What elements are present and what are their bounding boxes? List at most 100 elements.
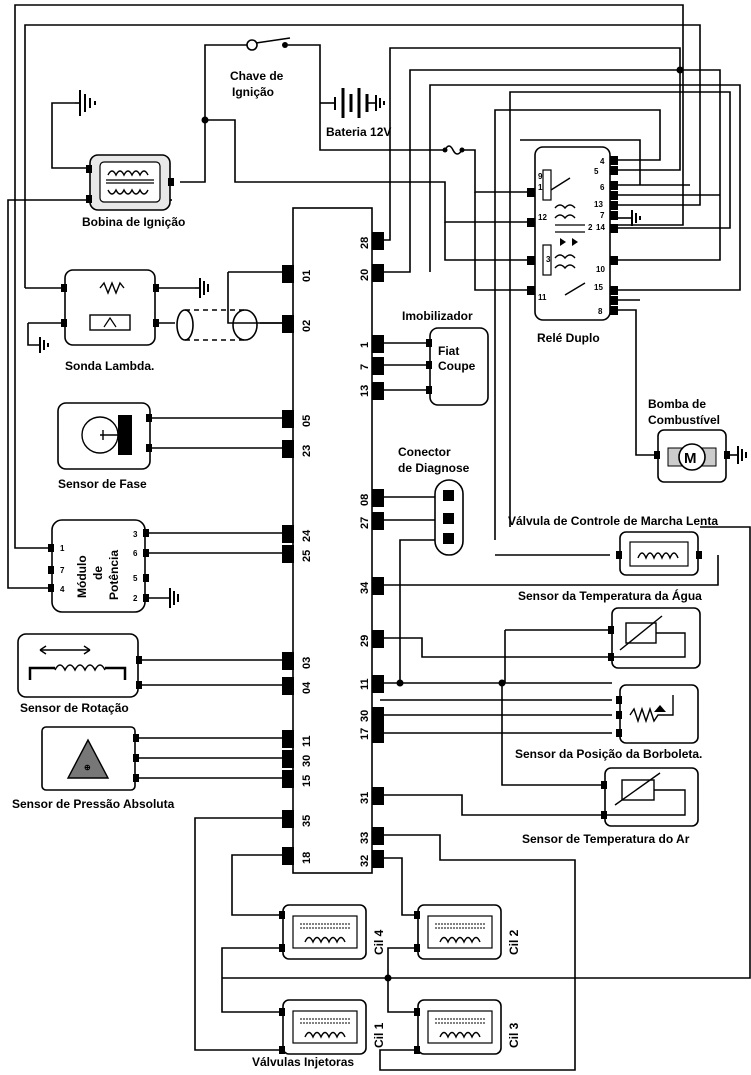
ecu-pin-label: 08 [359, 494, 371, 506]
relay-pin: 1 [538, 183, 543, 192]
ignition-coil-label: Bobina de Ignição [82, 215, 185, 229]
ecu-pin-label: 30 [301, 755, 313, 767]
ignition-coil: Bobina de Ignição [75, 90, 185, 229]
power-module: 1 7 4 3 6 5 2 Módulo de Potência [48, 519, 179, 613]
ecu-pin-label: 01 [301, 270, 313, 282]
battery: Bateria 12V [326, 88, 391, 139]
relay-pin: 10 [596, 265, 605, 274]
fuel-pump-label-1: Bomba de [648, 397, 706, 411]
relay-pin: 14 [596, 223, 605, 232]
ground-icon [618, 210, 641, 226]
relay-pin: 2 [588, 223, 593, 232]
ground-icon [149, 588, 179, 608]
ecu-pin-label: 28 [359, 237, 371, 249]
injector-cil2: Cil 2 [414, 904, 521, 960]
double-relay: 9 1 4 5 6 13 12 2 14 7 3 10 11 15 8 Relé… [527, 146, 641, 345]
relay-pin: 4 [600, 157, 605, 166]
phase-sensor-label: Sensor de Fase [58, 477, 147, 491]
rotation-sensor: Sensor de Rotação [17, 633, 142, 715]
power-module-label-2: de [91, 566, 105, 580]
pressure-sensor: ⊕ Sensor de Pressão Absoluta [12, 726, 175, 811]
shielded-cable [176, 309, 258, 341]
air-temp-label: Sensor de Temperatura do Ar [522, 832, 690, 846]
ecu-pin-label: 25 [301, 550, 313, 562]
relay-pin: 11 [538, 293, 547, 302]
ecu-pin-label: 27 [359, 517, 371, 529]
ecu-pin-label: 11 [359, 678, 371, 690]
idle-valve: Válvula de Controle de Marcha Lenta [508, 514, 718, 576]
ignition-switch-label-1: Chave de [230, 69, 284, 83]
ecu-pin-label: 18 [301, 852, 313, 864]
ecu-pin-label: 35 [301, 815, 313, 827]
injector-cil3: Cil 3 [414, 999, 521, 1055]
ecu-pin-label: 23 [301, 445, 313, 457]
ignition-switch-label-2: Ignição [232, 85, 274, 99]
power-module-label-3: Potência [107, 550, 121, 600]
ecu-pin-label: 34 [359, 581, 371, 594]
rotation-sensor-label: Sensor de Rotação [20, 701, 129, 715]
wires [7, 4, 751, 1071]
power-module-label-1: Módulo [75, 555, 89, 598]
pressure-sensor-label: Sensor de Pressão Absoluta [12, 797, 175, 811]
relay-pin: 3 [546, 255, 551, 264]
water-temp-sensor: Sensor da Temperatura da Água [518, 588, 702, 669]
ignition-switch: Chave de Ignição [230, 37, 291, 99]
ecu-pin-label: 15 [301, 775, 313, 787]
fuel-pump-label-2: Combustível [648, 413, 720, 427]
fuse-icon [442, 145, 465, 155]
water-temp-label: Sensor da Temperatura da Água [518, 588, 702, 603]
diag-connector-label-2: de Diagnose [398, 461, 470, 475]
cil3-label: Cil 3 [507, 1022, 521, 1048]
fiat-coupe-label-2: Coupe [438, 359, 476, 373]
ecu-pin-label: 30 [359, 710, 371, 722]
ecu-pin-label: 29 [359, 635, 371, 647]
double-relay-label: Relé Duplo [537, 331, 600, 345]
ecu-pin-label: 04 [301, 681, 313, 694]
diagnostic-connector: Conector de Diagnose [398, 445, 470, 556]
relay-pin: 7 [600, 211, 605, 220]
pm-pin: 1 [60, 544, 65, 553]
ground-icon [730, 446, 747, 464]
lambda-probe-label: Sonda Lambda. [65, 359, 154, 373]
ecu-pin-label: 32 [359, 855, 371, 867]
relay-pin: 9 [538, 172, 543, 181]
ecu-pin-label: 02 [301, 320, 313, 332]
pm-pin: 2 [133, 594, 138, 603]
ground-icon [75, 90, 96, 116]
ecu-pin-label: 7 [359, 364, 371, 370]
ecu-pin-label: 17 [359, 728, 371, 740]
lambda-probe: Sonda Lambda. [39, 269, 209, 373]
relay-pin: 13 [594, 200, 603, 209]
ecu-pin-label: 13 [359, 385, 371, 397]
air-temp-sensor: Sensor de Temperatura do Ar [522, 767, 699, 846]
pm-pin: 3 [133, 530, 138, 539]
ecu-pin-label: 1 [359, 342, 371, 348]
cil1-label: Cil 1 [372, 1022, 386, 1048]
pm-pin: 7 [60, 566, 65, 575]
cil4-label: Cil 4 [372, 929, 386, 955]
cil2-label: Cil 2 [507, 929, 521, 955]
injectors-label: Válvulas Injetoras [252, 1055, 354, 1069]
relay-pin: 5 [594, 167, 599, 176]
battery-label: Bateria 12V [326, 125, 391, 139]
pressure-icon: ⊕ [84, 763, 91, 772]
pm-pin: 4 [60, 585, 65, 594]
ground-icon [195, 278, 209, 298]
injector-cil1: Cil 1 [279, 999, 386, 1055]
immobilizer: Imobilizador Fiat Coupe [402, 309, 489, 406]
ecu: 01 02 05 23 24 25 03 04 11 30 15 35 18 2… [282, 207, 384, 874]
relay-pin: 8 [598, 307, 603, 316]
relay-pin: 15 [594, 283, 603, 292]
idle-valve-label: Válvula de Controle de Marcha Lenta [508, 514, 718, 528]
ecu-pin-label: 24 [301, 529, 313, 542]
relay-pin: 12 [538, 213, 547, 222]
motor-icon: M [684, 450, 697, 467]
immobilizer-label: Imobilizador [402, 309, 473, 323]
pm-pin: 6 [133, 549, 138, 558]
phase-sensor: Sensor de Fase [57, 402, 152, 491]
throttle-sensor: Sensor da Posição da Borboleta. [515, 684, 702, 761]
diag-connector-label-1: Conector [398, 445, 451, 459]
ground-icon [375, 95, 385, 111]
ecu-pin-label: 33 [359, 832, 371, 844]
